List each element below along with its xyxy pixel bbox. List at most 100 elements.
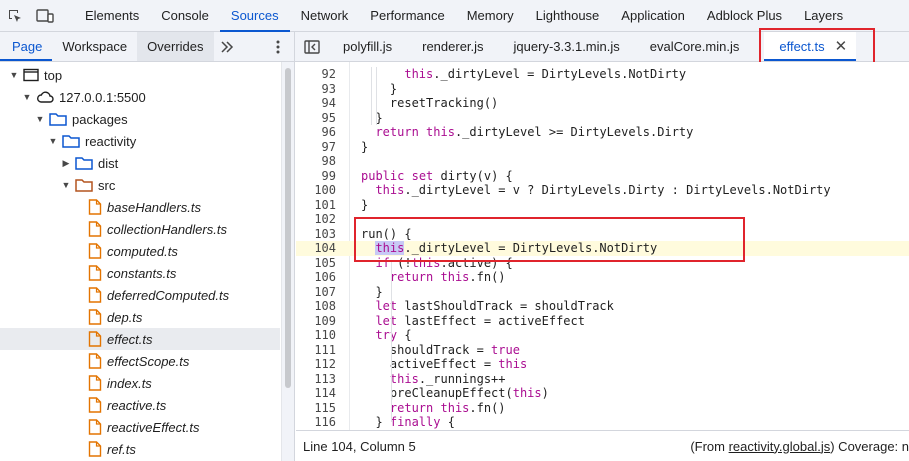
tab-console[interactable]: Console — [161, 8, 209, 23]
code-line[interactable]: 115 return this.fn() — [296, 401, 909, 416]
line-number[interactable]: 110 — [314, 328, 336, 342]
file-tab-renderer-js[interactable]: renderer.js — [407, 32, 498, 61]
tree-item-src[interactable]: ▼src — [0, 174, 280, 196]
code-line[interactable]: 111 shouldTrack = true — [296, 343, 909, 358]
code-line[interactable]: 116 } finally { — [296, 415, 909, 430]
scrollbar-thumb[interactable] — [285, 68, 291, 388]
kebab-menu-icon[interactable] — [270, 32, 286, 61]
code-line[interactable]: 108 let lastShouldTrack = shouldTrack — [296, 299, 909, 314]
line-number[interactable]: 103 — [314, 226, 336, 241]
line-number[interactable]: 108 — [314, 299, 336, 313]
line-number[interactable]: 106 — [314, 270, 336, 284]
nav-tab-workspace[interactable]: Workspace — [62, 39, 128, 54]
source-map-link[interactable]: reactivity.global.js — [728, 438, 831, 454]
tree-item-basehandlers-ts[interactable]: baseHandlers.ts — [0, 196, 280, 218]
tree-item-computed-ts[interactable]: computed.ts — [0, 240, 280, 262]
line-number[interactable]: 95 — [321, 110, 336, 125]
tab-memory[interactable]: Memory — [466, 8, 514, 23]
code-line[interactable]: 113 this._runnings++ — [296, 372, 909, 387]
tree-item-dep-ts[interactable]: dep.ts — [0, 306, 280, 328]
line-number[interactable]: 112 — [314, 357, 336, 371]
line-number[interactable]: 115 — [314, 400, 336, 415]
code-editor[interactable]: 92 this._dirtyLevel = DirtyLevels.NotDir… — [296, 62, 909, 430]
code-line[interactable]: 100 this._dirtyLevel = v ? DirtyLevels.D… — [296, 183, 909, 198]
triangle-down-icon[interactable]: ▼ — [48, 136, 58, 146]
triangle-down-icon[interactable]: ▼ — [9, 70, 19, 80]
tree-item-index-ts[interactable]: index.ts — [0, 372, 280, 394]
line-number[interactable]: 100 — [314, 183, 336, 197]
triangle-down-icon[interactable]: ▼ — [61, 180, 71, 190]
tree-item-ref-ts[interactable]: ref.ts — [0, 438, 280, 460]
tab-layers[interactable]: Layers — [804, 8, 844, 23]
code-line[interactable]: 92 this._dirtyLevel = DirtyLevels.NotDir… — [296, 67, 909, 82]
chevron-double-right-icon[interactable] — [214, 32, 240, 61]
toggle-navigator-icon[interactable] — [296, 32, 328, 61]
file-tab-jquery-3-3-1-min-js[interactable]: jquery-3.3.1.min.js — [499, 32, 635, 61]
navigator-scrollbar[interactable] — [281, 62, 295, 461]
file-tab-polyfill-js[interactable]: polyfill.js — [328, 32, 407, 61]
tab-lighthouse[interactable]: Lighthouse — [535, 8, 600, 23]
tree-item-collectionhandlers-ts[interactable]: collectionHandlers.ts — [0, 218, 280, 240]
tree-item-dist[interactable]: ▶dist — [0, 152, 280, 174]
tab-adblock-plus[interactable]: Adblock Plus — [706, 8, 783, 23]
triangle-down-icon[interactable]: ▼ — [22, 92, 32, 102]
line-number[interactable]: 99 — [321, 168, 336, 183]
nav-tab-overrides[interactable]: Overrides — [137, 32, 214, 61]
tree-item-reactivity[interactable]: ▼reactivity — [0, 130, 280, 152]
tree-item-packages[interactable]: ▼packages — [0, 108, 280, 130]
line-number[interactable]: 102 — [314, 212, 336, 226]
close-icon[interactable]: ✕ — [834, 38, 848, 55]
code-line[interactable]: 107 } — [296, 285, 909, 300]
triangle-down-icon[interactable]: ▼ — [35, 114, 45, 124]
line-number[interactable]: 93 — [321, 81, 336, 96]
line-number[interactable]: 98 — [321, 154, 336, 168]
code-line[interactable]: 94 resetTracking() — [296, 96, 909, 111]
code-line[interactable]: 95 } — [296, 111, 909, 126]
line-number[interactable]: 94 — [321, 96, 336, 110]
code-line[interactable]: 109 let lastEffect = activeEffect — [296, 314, 909, 329]
line-number[interactable]: 105 — [314, 255, 336, 270]
line-number[interactable]: 111 — [314, 342, 336, 357]
code-line[interactable]: 114 preCleanupEffect(this) — [296, 386, 909, 401]
device-toolbar-icon[interactable] — [30, 0, 60, 31]
code-line[interactable]: 102 — [296, 212, 909, 227]
code-line[interactable]: 110 try { — [296, 328, 909, 343]
tree-item-deferredcomputed-ts[interactable]: deferredComputed.ts — [0, 284, 280, 306]
nav-tab-page[interactable]: Page — [0, 32, 53, 61]
line-number[interactable]: 96 — [321, 125, 336, 139]
code-line[interactable]: 106 return this.fn() — [296, 270, 909, 285]
inspect-element-icon[interactable] — [0, 0, 30, 31]
line-number[interactable]: 97 — [321, 139, 336, 154]
tab-performance[interactable]: Performance — [370, 8, 445, 23]
code-line[interactable]: 105 if (!this.active) { — [296, 256, 909, 271]
tree-item-reactiveeffect-ts[interactable]: reactiveEffect.ts — [0, 416, 280, 438]
tree-item-effect-ts[interactable]: effect.ts — [0, 328, 280, 350]
triangle-right-icon[interactable]: ▶ — [62, 157, 70, 168]
code-line[interactable]: 98 — [296, 154, 909, 169]
tree-item-127-0-0-1-5500[interactable]: ▼127.0.0.1:5500 — [0, 86, 280, 108]
line-number[interactable]: 113 — [314, 371, 336, 386]
code-line[interactable]: 104 this._dirtyLevel = DirtyLevels.NotDi… — [296, 241, 909, 256]
code-line[interactable]: 97} — [296, 140, 909, 155]
tree-item-top[interactable]: ▼top — [0, 64, 280, 86]
line-number[interactable]: 107 — [314, 284, 336, 299]
code-line[interactable]: 101} — [296, 198, 909, 213]
tab-elements[interactable]: Elements — [85, 8, 140, 23]
file-tab-effect-ts[interactable]: effect.ts✕ — [764, 32, 857, 61]
code-line[interactable]: 93 } — [296, 82, 909, 97]
tab-sources[interactable]: Sources — [219, 0, 290, 32]
tree-item-constants-ts[interactable]: constants.ts — [0, 262, 280, 284]
line-number[interactable]: 114 — [314, 386, 336, 400]
tree-item-effectscope-ts[interactable]: effectScope.ts — [0, 350, 280, 372]
code-line[interactable]: 96 return this._dirtyLevel >= DirtyLevel… — [296, 125, 909, 140]
file-tab-evalcore-min-js[interactable]: evalCore.min.js — [635, 32, 755, 61]
code-line[interactable]: 112 activeEffect = this — [296, 357, 909, 372]
line-number[interactable]: 101 — [314, 197, 336, 212]
tab-application[interactable]: Application — [621, 8, 685, 23]
line-number[interactable]: 109 — [314, 313, 336, 328]
line-number[interactable]: 104 — [314, 241, 336, 255]
tab-network[interactable]: Network — [300, 8, 349, 23]
tree-item-reactive-ts[interactable]: reactive.ts — [0, 394, 280, 416]
